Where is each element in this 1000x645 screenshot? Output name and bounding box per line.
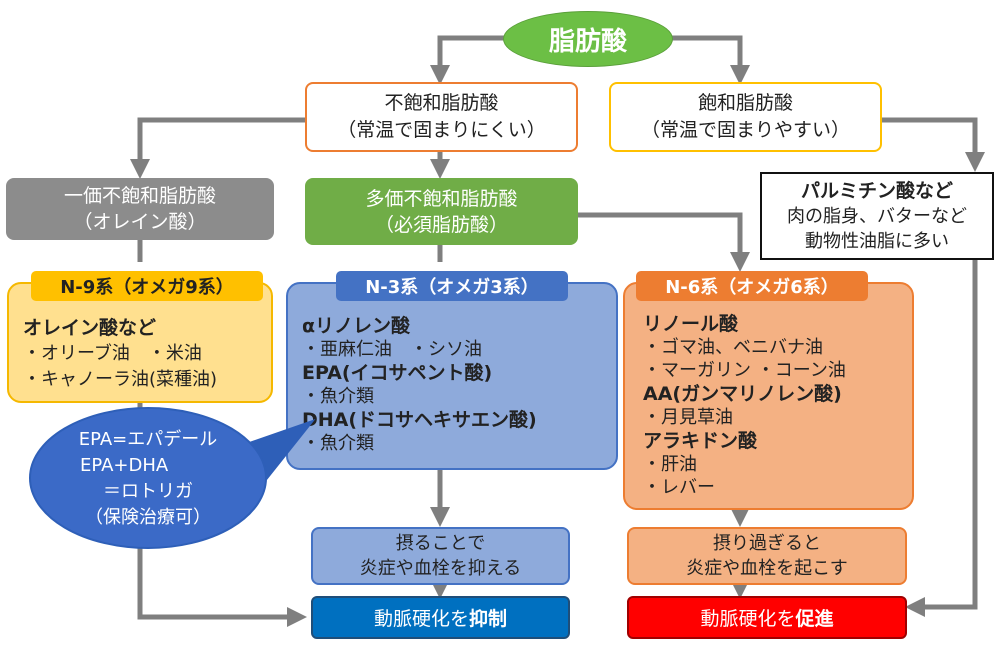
n6-tab: N-6系（オメガ6系） [636, 271, 868, 301]
n3-group1-item1: ・亜麻仁油 ・シソ油 [302, 339, 482, 360]
n9-tab: N-9系（オメガ9系） [31, 271, 263, 301]
n6-group3-item1: ・肝油 [643, 454, 697, 475]
n6-effect-box: 摂り過ぎると 炎症や血栓を起こす [627, 527, 907, 585]
n9-item-1: ・オリーブ油 ・米油 [23, 343, 202, 364]
speech-bubble: EPA=エパデール EPA+DHA ＝ロトリガ （保険治療可） [30, 413, 266, 545]
n6-group3-title: アラキドン酸 [643, 430, 758, 452]
mono-line2: （オレイン酸） [73, 211, 207, 233]
n6-group2-item1: ・月見草油 [643, 407, 733, 428]
n9-tab-label: N-9系（オメガ9系） [60, 277, 234, 298]
arrow-sat-to-palmitic [880, 117, 985, 173]
n3-group1-title: αリノレン酸 [302, 315, 411, 337]
mono-line1: 一価不飽和脂肪酸 [63, 185, 216, 207]
n6-group2-title: AA(ガンマリノレン酸) [643, 383, 842, 405]
n3-tab: N-3系（オメガ3系） [336, 271, 568, 301]
n3-effect-line2: 炎症や血栓を抑える [359, 558, 522, 579]
palmitic-box: パルミチン酸など 肉の脂身、バターなど 動物性油脂に多い [760, 172, 994, 260]
n6-group1-item2: ・マーガリン ・コーン油 [643, 360, 846, 381]
saturated-line1: 飽和脂肪酸 [697, 92, 793, 114]
polyunsaturated-box: 多価不飽和脂肪酸 （必須脂肪酸） [305, 178, 578, 245]
n9-item-2: ・キャノーラ油(菜種油) [23, 369, 218, 390]
n3-group2-title: EPA(イコサペント酸) [302, 362, 493, 384]
bubble-line3: ＝ロトリガ [103, 481, 193, 502]
bubble-line2: EPA+DHA [80, 455, 169, 476]
arrow-poly-to-n6 [578, 212, 750, 273]
n3-group3-title: DHA(ドコサヘキサエン酸) [302, 409, 537, 431]
n6-group1-title: リノール酸 [643, 313, 739, 335]
palmitic-line3: 動物性油脂に多い [805, 230, 949, 252]
poly-line2: （必須脂肪酸） [374, 213, 508, 236]
unsaturated-box: 不飽和脂肪酸 （常温で固まりにくい） [305, 82, 578, 152]
inhibit-box: 動脈硬化を抑制 [311, 596, 570, 639]
promote-prefix: 動脈硬化を [700, 608, 796, 630]
arrow-root-to-unsaturated [430, 35, 505, 86]
n6-tab-label: N-6系（オメガ6系） [665, 277, 839, 298]
n3-effect-box: 摂ることで 炎症や血栓を抑える [311, 527, 570, 585]
n9-box: オレイン酸など ・オリーブ油 ・米油 ・キャノーラ油(菜種油) [7, 282, 273, 403]
arrow-palmitic-to-promote [904, 260, 978, 617]
n3-group2-item1: ・魚介類 [302, 386, 374, 407]
bubble-line4: （保険治療可） [85, 507, 211, 528]
inhibit-strong: 抑制 [469, 608, 508, 630]
bubble-line1: EPA=エパデール [78, 429, 218, 450]
n3-group3-item1: ・魚介類 [302, 433, 374, 454]
n9-title: オレイン酸など [23, 317, 157, 339]
promote-box: 動脈硬化を促進 [627, 596, 907, 639]
palmitic-title: パルミチン酸など [800, 179, 953, 202]
root-node: 脂肪酸 [503, 11, 673, 67]
saturated-box: 飽和脂肪酸 （常温で固まりやすい） [609, 82, 882, 152]
n3-tab-label: N-3系（オメガ3系） [365, 277, 539, 298]
unsaturated-line2: （常温で固まりにくい） [337, 119, 546, 141]
n6-effect-line1: 摂り過ぎると [713, 533, 821, 554]
arrow-root-to-saturated [672, 35, 750, 86]
n6-group3-item2: ・レバー [643, 477, 715, 498]
palmitic-line2: 肉の脂身、バターなど [787, 205, 967, 227]
inhibit-prefix: 動脈硬化を [373, 608, 469, 630]
arrow-unsat-to-mono [130, 117, 305, 180]
root-label: 脂肪酸 [548, 26, 627, 57]
n6-group1-item1: ・ゴマ油、ベニバナ油 [643, 337, 823, 358]
n3-box: αリノレン酸 ・亜麻仁油 ・シソ油 EPA(イコサペント酸) ・魚介類 DHA(… [286, 282, 618, 470]
promote-strong: 促進 [795, 608, 834, 630]
monounsaturated-box: 一価不飽和脂肪酸 （オレイン酸） [6, 178, 274, 240]
saturated-line2: （常温で固まりやすい） [640, 119, 850, 141]
n6-effect-line2: 炎症や血栓を起こす [686, 558, 848, 579]
unsaturated-line1: 不飽和脂肪酸 [384, 92, 499, 114]
n3-effect-line1: 摂ることで [395, 533, 486, 554]
poly-line1: 多価不飽和脂肪酸 [365, 187, 518, 210]
